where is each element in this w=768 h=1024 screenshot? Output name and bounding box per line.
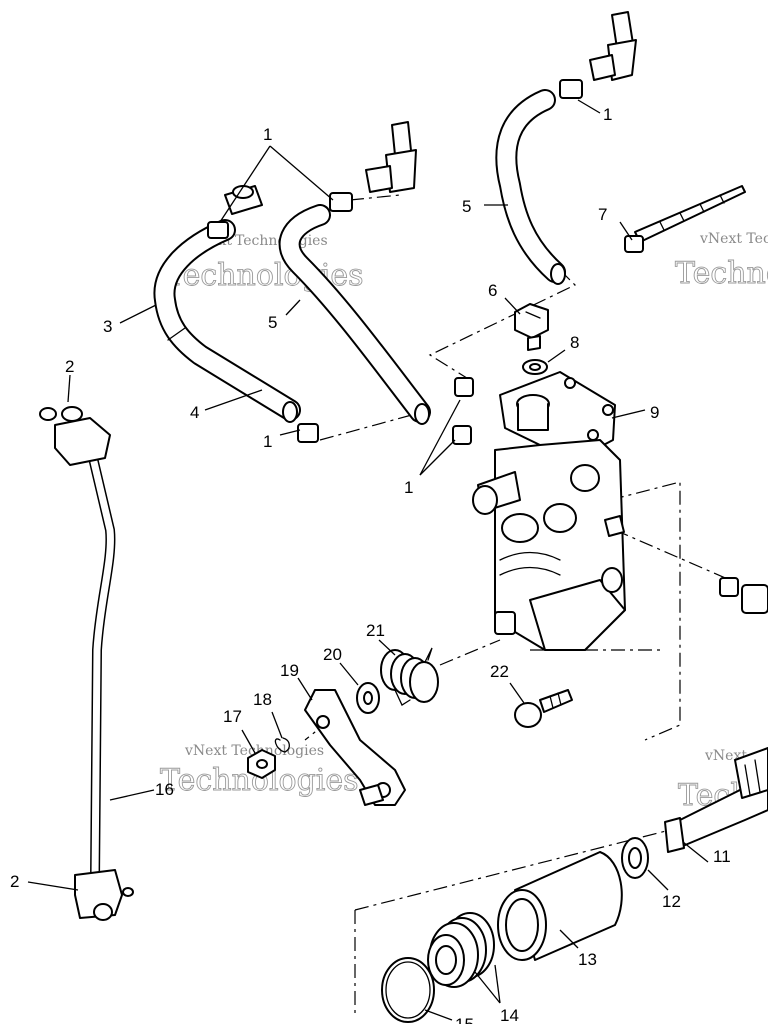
watermark-outline: Technologies: [675, 256, 768, 291]
callout-1: 1: [404, 478, 413, 497]
shaft-11: [664, 747, 768, 853]
washer-20: [356, 682, 380, 714]
ball-joint-upper: [39, 406, 111, 466]
leader-lines: [27, 99, 709, 1021]
callout-7: 7: [598, 205, 607, 224]
lever-arm: [304, 689, 406, 806]
watermark-line1: vNext Technologies: [699, 231, 768, 247]
callout-9: 9: [650, 403, 659, 422]
callout-20: 20: [323, 645, 342, 664]
cable-tie: [624, 185, 746, 253]
callout-5: 5: [462, 197, 471, 216]
torsion-spring: [380, 647, 439, 706]
hose-5-upper: [495, 89, 566, 285]
callout-19: 19: [280, 661, 299, 680]
bushing-13: [497, 851, 623, 961]
hose-5-lower: [278, 204, 431, 425]
callout-13: 13: [578, 950, 597, 969]
watermark: vNext Technologies Technologies vNext Te…: [160, 231, 768, 813]
callout-16: 16: [155, 780, 174, 799]
springs-14: [427, 912, 495, 988]
fitting-top-right: [559, 11, 637, 99]
callout-5: 5: [268, 313, 277, 332]
callout-3: 3: [103, 317, 112, 336]
callout-labels: 1 1 1 1 2 2 3 4 5 5 6 7 8 9 11 12 13 14 …: [10, 105, 731, 1024]
callout-2: 2: [65, 357, 74, 376]
callout-12: 12: [662, 892, 681, 911]
callout-21: 21: [366, 621, 385, 640]
clip-18: [274, 737, 290, 753]
callout-11: 11: [713, 847, 731, 866]
callout-1: 1: [263, 432, 272, 451]
callout-17: 17: [223, 707, 242, 726]
shift-rod: [85, 440, 116, 885]
nut-17: [247, 749, 276, 779]
callout-22: 22: [490, 662, 509, 681]
clamps-valve: [452, 377, 768, 614]
callout-1: 1: [603, 105, 612, 124]
assembly-lines: [304, 194, 731, 1015]
callout-18: 18: [253, 690, 272, 709]
callout-2: 2: [10, 872, 19, 891]
washer-8: [522, 359, 548, 375]
callout-1: 1: [263, 125, 272, 144]
fitting-mid: [329, 121, 417, 212]
hose-3-4: [153, 219, 301, 423]
clamp-lower-left: [297, 423, 319, 443]
valve-body: [472, 371, 626, 651]
callout-15: 15: [455, 1015, 474, 1024]
ring-15: [381, 957, 435, 1023]
callout-14: 14: [500, 1006, 519, 1024]
ball-joint-lower: [74, 869, 134, 921]
plug-bolt: [514, 303, 549, 351]
callout-6: 6: [488, 281, 497, 300]
callout-8: 8: [570, 333, 579, 352]
callout-4: 4: [190, 403, 199, 422]
washer-12: [621, 837, 649, 879]
bolt-22: [514, 689, 573, 728]
